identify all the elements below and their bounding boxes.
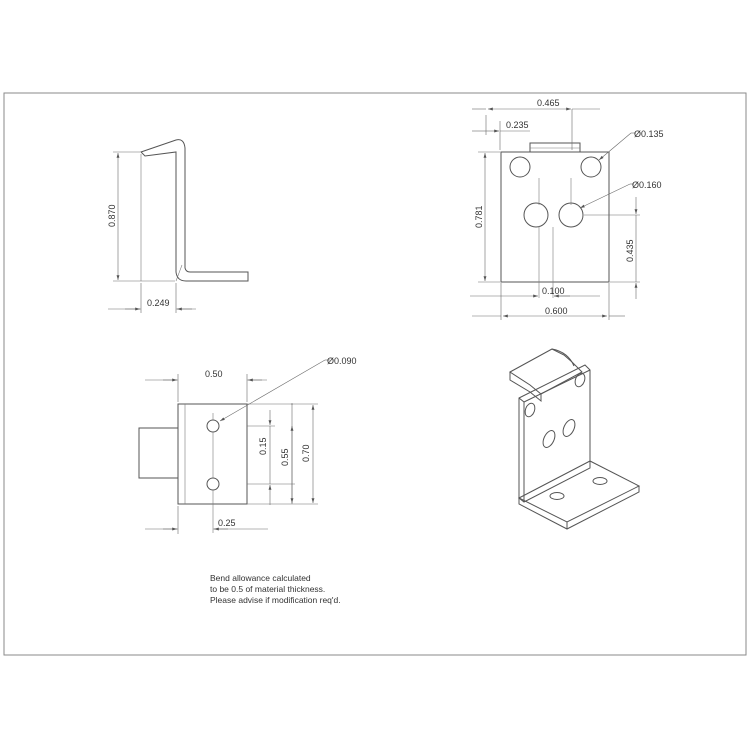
front-large-hole-height-dim: 0.435 [625, 239, 635, 262]
bottom-view: 0.50 Ø0.090 0.15 0.55 0.70 0.25 [138, 356, 357, 534]
note-line-3: Please advise if modification req'd. [210, 595, 341, 605]
side-height-dim: 0.870 [107, 204, 117, 227]
bottom-length-dim: 0.70 [301, 444, 311, 462]
bottom-hole-top [206, 419, 220, 433]
bottom-offset-dim: 0.15 [258, 437, 268, 455]
note: Bend allowance calculated to be 0.5 of m… [210, 573, 341, 605]
side-profile [140, 139, 249, 282]
front-small-hole-dia: Ø0.135 [634, 129, 664, 139]
front-large-hole-dia: Ø0.160 [632, 180, 662, 190]
front-left-hole-offset-dim: 0.235 [506, 120, 529, 130]
bottom-width-dim: 0.50 [205, 369, 223, 379]
iso-small-hole-right [574, 372, 586, 388]
iso-base-hole-right [592, 477, 608, 485]
front-bottom-offset-dim: 0.100 [542, 286, 565, 296]
bottom-flange [138, 427, 179, 479]
front-plate [500, 151, 610, 283]
note-line-1: Bend allowance calculated [210, 573, 311, 583]
front-view: 0.465 0.235 Ø0.135 Ø0.160 0.781 0.435 0.… [470, 98, 664, 320]
iso-small-hole-left [524, 402, 536, 418]
front-top-hole-spacing-dim: 0.465 [537, 98, 560, 108]
side-width-dim: 0.249 [147, 298, 170, 308]
small-hole-left [509, 156, 531, 178]
iso-top-tab [509, 348, 583, 395]
bottom-hole-bottom [206, 477, 220, 491]
iso-large-hole-left [542, 430, 556, 448]
iso-large-hole-right [562, 419, 576, 437]
note-line-2: to be 0.5 of material thickness. [210, 584, 325, 594]
front-width-dim: 0.600 [545, 306, 568, 316]
iso-base-hole-left [549, 492, 565, 500]
sheet-border [3, 92, 747, 656]
front-height-dim: 0.781 [474, 205, 484, 228]
small-hole-right [580, 156, 602, 178]
bottom-hole-x-dim: 0.25 [218, 518, 236, 528]
bottom-hole-dia: Ø0.090 [327, 356, 357, 366]
bottom-hole-spacing-dim: 0.55 [280, 448, 290, 466]
large-hole-left [523, 202, 549, 228]
isometric-view [509, 348, 641, 530]
front-tab [529, 142, 581, 153]
large-hole-right [558, 202, 584, 228]
bottom-plate [177, 403, 248, 505]
side-view: 0.870 0.249 [107, 139, 249, 313]
